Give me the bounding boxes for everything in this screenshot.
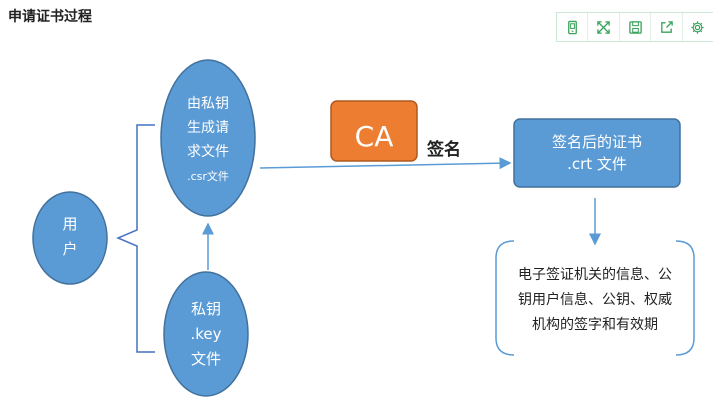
- node-request-line1: 由私钥: [187, 96, 229, 112]
- node-key-line3: 文件: [191, 350, 221, 368]
- node-user-line1: 用: [62, 215, 77, 233]
- node-request-line2: 生成请: [187, 120, 229, 136]
- node-key-line1: 私钥: [191, 300, 221, 318]
- node-cert: 签名后的证书 .crt 文件: [513, 118, 681, 188]
- page-title: 申请证书过程: [8, 9, 92, 25]
- node-ca-label: CA: [355, 120, 394, 153]
- node-info-line3: 机构的签字和有效期: [532, 316, 658, 333]
- node-cert-line1: 签名后的证书: [552, 133, 642, 151]
- node-ca: CA: [330, 100, 418, 162]
- node-info-line2: 钥用户信息、公钥、权威: [518, 291, 672, 308]
- gear-icon[interactable]: [683, 13, 713, 41]
- node-request: 由私钥 生成请 求文件 .csr文件: [160, 59, 256, 217]
- arrow-request-to-cert: [259, 157, 512, 170]
- node-request-line4: .csr文件: [187, 169, 229, 183]
- node-cert-line2: .crt 文件: [567, 155, 627, 173]
- sign-label: 签名: [426, 139, 461, 160]
- node-user-line2: 户: [62, 240, 77, 258]
- toolbar: [556, 12, 713, 42]
- node-user: 用 户: [32, 191, 108, 285]
- expand-icon[interactable]: [588, 13, 620, 41]
- node-info-line1: 电子签证机关的信息、公: [518, 266, 672, 283]
- node-key-line2: .key: [190, 325, 221, 343]
- node-request-line3: 求文件: [187, 144, 229, 160]
- node-key: 私钥 .key 文件: [163, 271, 249, 397]
- share-icon[interactable]: [651, 13, 683, 41]
- tablet-icon[interactable]: [557, 13, 589, 41]
- node-info: 电子签证机关的信息、公 钥用户信息、公钥、权威 机构的签字和有效期: [495, 240, 695, 356]
- save-icon[interactable]: [620, 13, 652, 41]
- bracket: [116, 124, 155, 353]
